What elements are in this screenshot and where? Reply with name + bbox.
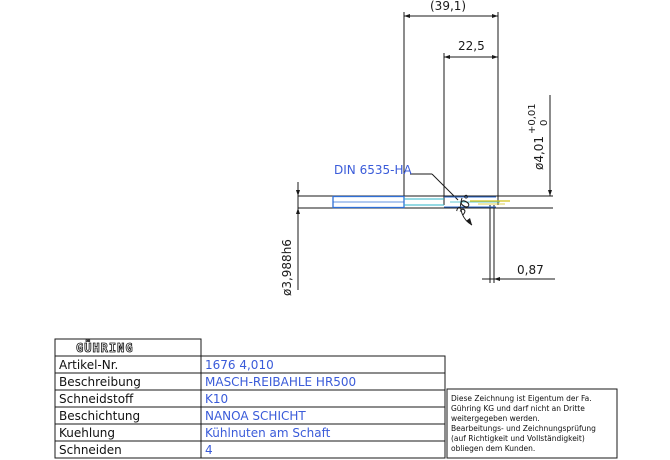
title-block-rows: Artikel-Nr. 1676 4,010 Beschreibung MASC… — [59, 358, 356, 457]
row-value-article: 1676 4,010 — [205, 358, 274, 372]
notice-line: weitergegeben werden. — [451, 414, 540, 423]
arrow-offset — [494, 277, 500, 281]
dim-diameter-upper: +0,01 — [527, 103, 538, 134]
dim-offset: 0,87 — [517, 263, 544, 277]
dim-shank-diameter: ø3,988h6 — [280, 239, 294, 296]
dim-overall-length: (39,1) — [430, 0, 466, 13]
row-label-material: Schneidstoff — [59, 392, 134, 406]
row-label-flutes: Schneiden — [59, 443, 122, 457]
row-label-coating: Beschichtung — [59, 409, 140, 423]
notice-line: (auf Richtigkeit und Vollständigkeit) — [451, 434, 585, 443]
callout-label: DIN 6535-HA — [334, 163, 412, 177]
diameter-tolerance: ø4,01 +0,01 0 — [527, 103, 550, 170]
row-label-article: Artikel-Nr. — [59, 358, 118, 372]
dim-diameter-main: ø4,01 — [532, 136, 546, 170]
tool-body — [332, 195, 510, 209]
arrow-shank-top — [296, 190, 300, 196]
notice-frame — [446, 388, 618, 459]
dim-flute-length: 22,5 — [458, 39, 485, 53]
tool-drawing — [296, 12, 555, 290]
callout-leader-diag — [431, 173, 459, 201]
notice-line: obliegen dem Kunden. — [451, 444, 535, 453]
row-value-coating: NANOA SCHICHT — [205, 409, 306, 423]
arrow-flute-left — [444, 55, 450, 59]
notice-text: Diese Zeichnung ist Eigentum der Fa. Güh… — [451, 394, 596, 453]
arrow-flute-right — [492, 55, 498, 59]
guehring-logo: GÜHRING — [76, 340, 134, 355]
row-label-description: Beschreibung — [59, 375, 141, 389]
title-block — [54, 338, 618, 459]
row-value-cooling: Kühlnuten am Schaft — [205, 426, 331, 440]
row-value-description: MASCH-REIBAHLE HR500 — [205, 375, 356, 389]
angle-arc — [460, 197, 473, 226]
notice-line: Gühring KG und darf nicht an Dritte — [451, 404, 585, 413]
arrow-shank-bottom — [296, 208, 300, 214]
notice-line: Diese Zeichnung ist Eigentum der Fa. — [451, 394, 592, 403]
dim-diameter-lower: 0 — [539, 120, 550, 126]
row-value-flutes: 4 — [205, 443, 213, 457]
row-label-cooling: Kuehlung — [59, 426, 115, 440]
arrow-diameter — [548, 190, 552, 196]
notice-line: Bearbeitungs- und Zeichnungsprüfung — [451, 424, 596, 433]
arrow-overall-right — [492, 14, 498, 18]
row-value-material: K10 — [205, 392, 228, 406]
angle-arrow — [466, 218, 472, 225]
arrow-overall-left — [404, 14, 410, 18]
